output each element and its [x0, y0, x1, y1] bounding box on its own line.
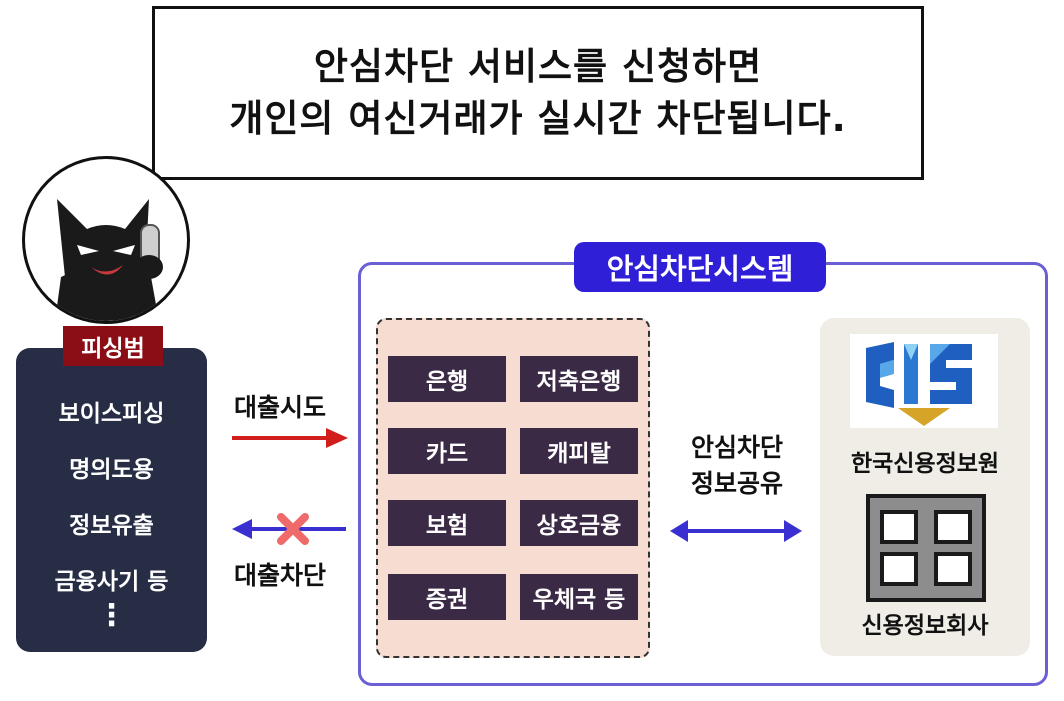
sharing-label-line-2: 정보공유: [690, 469, 783, 498]
headline-line-1: 안심차단 서비스를 신청하면: [313, 45, 763, 88]
headline-line-2: 개인의 여신거래가 실시간 차단됩니다.: [229, 97, 847, 140]
kcis-logo-icon: [850, 334, 998, 428]
phisher-avatar: [22, 156, 190, 324]
institution-box: 은행: [388, 356, 506, 402]
phisher-item: 명의도용: [69, 457, 154, 483]
sharing-label: 안심차단 정보공유: [662, 428, 812, 500]
system-title: 안심차단시스템: [574, 242, 826, 292]
institution-box: 증권: [388, 574, 506, 620]
institution-box: 상호금융: [520, 500, 638, 546]
institution-box: 보험: [388, 500, 506, 546]
institution-box: 캐피탈: [520, 428, 638, 474]
phisher-item: 금융사기 등: [54, 569, 169, 595]
phisher-item: 정보유출: [69, 513, 154, 539]
loan-attempt-arrow: [232, 428, 348, 448]
phisher-cat-on-phone-icon: [55, 199, 163, 321]
institution-box: 카드: [388, 428, 506, 474]
x-mark-icon: [277, 513, 309, 545]
phisher-label: 피싱범: [63, 326, 163, 366]
institution-box: 저축은행: [520, 356, 638, 402]
loan-blocked-label: 대출차단: [234, 561, 327, 590]
loan-attempt-label: 대출시도: [234, 393, 327, 422]
credit-bureau-name: 신용정보회사: [861, 613, 989, 639]
phisher-item: 보이스피싱: [58, 401, 165, 427]
phisher-more-dots: ⋮: [96, 598, 127, 633]
phisher-panel: [16, 348, 207, 652]
sharing-label-line-1: 안심차단: [690, 433, 783, 462]
building-icon: [866, 494, 986, 602]
headline-box: 안심차단 서비스를 신청하면 개인의 여신거래가 실시간 차단됩니다.: [152, 6, 924, 180]
info-sharing-double-arrow: [670, 520, 802, 542]
institution-box: 우체국 등: [520, 574, 638, 620]
kcis-name: 한국신용정보원: [850, 451, 1000, 477]
